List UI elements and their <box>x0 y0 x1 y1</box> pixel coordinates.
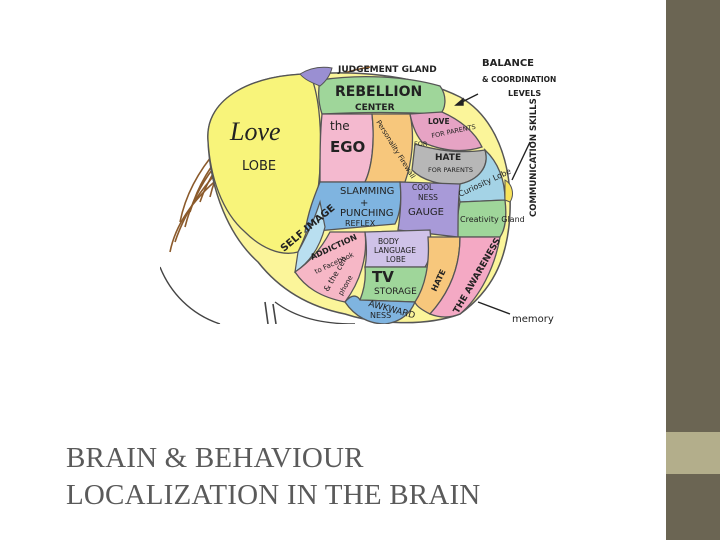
judgement-gland <box>299 66 333 87</box>
label-communication: COMMUNICATION SKILLS <box>529 98 539 217</box>
label-ego: EGO <box>330 138 365 156</box>
head-outline <box>160 266 356 324</box>
label-tv: TV <box>372 268 394 286</box>
label-gauge: GAUGE <box>408 207 444 218</box>
label-plus: + <box>360 198 368 209</box>
side-band-accent <box>666 432 720 474</box>
addiction <box>294 231 367 303</box>
label-love: Love <box>229 117 281 146</box>
label-language: LANGUAGE <box>374 246 416 255</box>
label-lobe-small: LOBE <box>386 255 406 264</box>
label-hate: HATE <box>435 153 461 163</box>
label-slamming: SLAMMING <box>340 186 394 197</box>
side-band <box>666 0 720 432</box>
label-storage: STORAGE <box>374 287 417 297</box>
label-for: FOR <box>414 140 428 148</box>
awareness-strip <box>428 236 501 318</box>
label-the: the <box>330 119 350 133</box>
label-lobe: LOBE <box>242 159 276 174</box>
love-for-parents <box>409 111 483 152</box>
label-reflex: REFLEX <box>345 219 376 228</box>
label-creativity: Creativity Gland <box>460 215 525 224</box>
label-memory: memory <box>512 314 554 324</box>
label-judgement: JUDGEMENT GLAND <box>337 65 437 75</box>
label-balance-1: BALANCE <box>482 58 534 69</box>
label-rebellion-center: CENTER <box>355 103 395 113</box>
title-line-2: LOCALIZATION IN THE BRAIN <box>66 479 481 511</box>
slide-title: BRAIN & BEHAVIOUR LOCALIZATION IN THE BR… <box>66 440 646 514</box>
label-for-parents-2: FOR PARENTS <box>428 166 473 174</box>
label-balance-3: LEVELS <box>508 89 541 98</box>
label-punching: PUNCHING <box>340 208 394 219</box>
label-body: BODY <box>378 237 399 246</box>
label-balance-2: & COORDINATION <box>482 75 556 84</box>
label-love-small: LOVE <box>428 117 450 126</box>
title-line-1: BRAIN & BEHAVIOUR <box>66 442 364 474</box>
awkwardness <box>344 295 416 324</box>
label-rebellion: REBELLION <box>335 84 422 100</box>
brain-illustration: JUDGEMENT GLAND BALANCE & COORDINATION L… <box>160 58 556 324</box>
label-ness-2: NESS <box>370 311 391 320</box>
side-band-bottom <box>666 474 720 540</box>
label-ness: NESS <box>418 193 438 202</box>
label-cool: COOL <box>412 183 434 192</box>
